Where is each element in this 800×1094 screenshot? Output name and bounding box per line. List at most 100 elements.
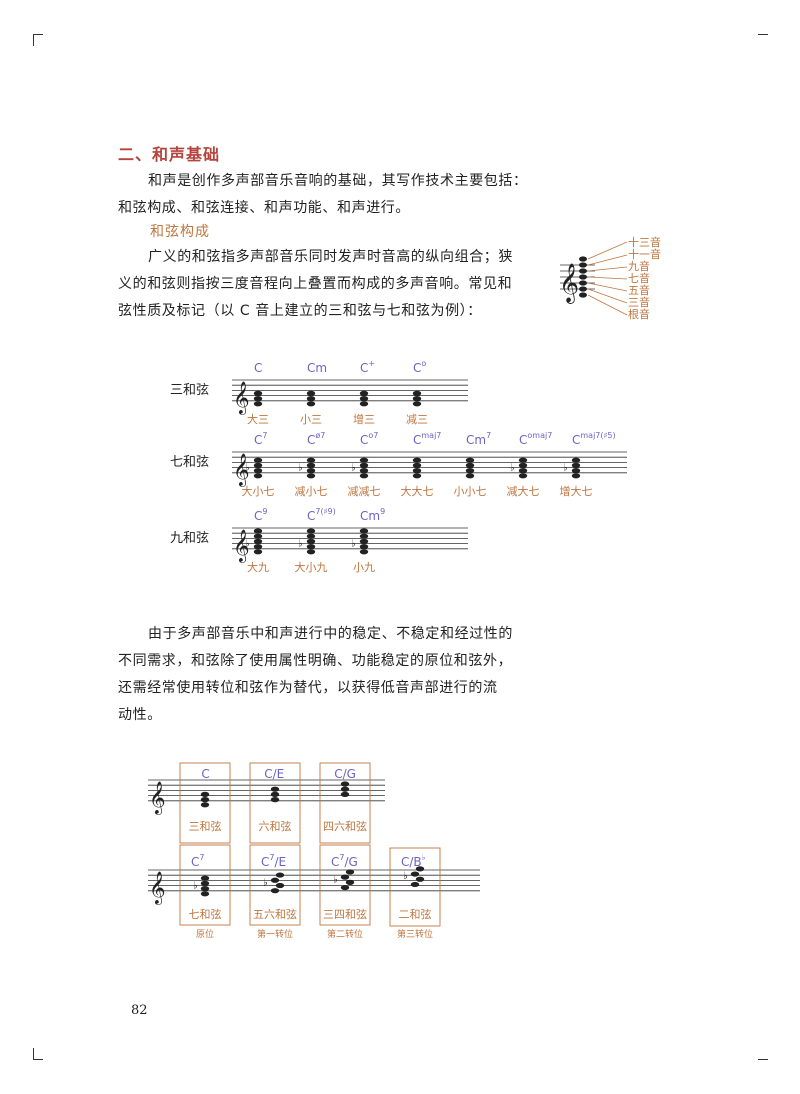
- treble-clef-icon: 𝄞: [233, 381, 250, 415]
- note-head: [359, 468, 369, 474]
- chord-box: [389, 847, 441, 927]
- note-head: [412, 473, 422, 479]
- chord-root: C: [331, 855, 339, 869]
- treble-clef-icon: 𝄞: [149, 781, 166, 815]
- note-head: [306, 401, 316, 407]
- chord-symbol: C7/G: [331, 853, 358, 869]
- note-head: [412, 401, 422, 407]
- chord-symbol: Comaj7: [519, 431, 552, 447]
- chord-symbol: C7(♯9): [307, 507, 336, 523]
- inversion-name: 二和弦: [399, 907, 432, 921]
- chord-symbol: C7: [191, 853, 204, 869]
- subheading: 和弦构成: [150, 224, 210, 240]
- chord-superscript: 9: [380, 507, 385, 516]
- note-head: [253, 462, 263, 468]
- chord-box: [319, 762, 371, 844]
- flat-sign: ♭: [245, 463, 250, 474]
- crop-mark: [758, 34, 768, 35]
- inversion-name: 六和弦: [259, 819, 292, 833]
- note-head: [253, 457, 263, 463]
- note-head: [306, 473, 316, 479]
- crop-mark: [33, 1048, 34, 1060]
- note-head: [306, 528, 316, 534]
- chord-root: C: [360, 361, 368, 375]
- note-head: [306, 538, 316, 544]
- note-head: [415, 876, 425, 882]
- chord-quality-label: 小小七: [454, 485, 487, 498]
- note-head: [306, 390, 316, 396]
- note-head: [253, 390, 263, 396]
- note-head: [340, 781, 350, 787]
- row-label: 九和弦: [170, 530, 209, 546]
- chord-superscript: o: [421, 359, 426, 368]
- chord-bass: /G: [344, 855, 357, 869]
- note-head: [359, 396, 369, 402]
- chord-superscript: 7: [269, 853, 274, 862]
- flat-sign: ♭: [403, 871, 408, 882]
- inversion-position: 第二转位: [327, 928, 363, 940]
- inversion-position: 原位: [196, 928, 214, 940]
- crop-mark: [33, 1059, 43, 1060]
- chord-symbol: C: [254, 361, 262, 375]
- chord-quality-label: 减减七: [348, 485, 381, 498]
- chord-symbol: C/G: [334, 767, 356, 781]
- chord-quality-label: 减小七: [295, 485, 328, 498]
- chord-root: Cm: [466, 433, 486, 447]
- note-head: [306, 457, 316, 463]
- note-head: [359, 549, 369, 555]
- note-head: [359, 538, 369, 544]
- chord-quality-chart: 三和弦𝄞C大三Cm小三C+增三Co减三七和弦𝄞C7♭大小七Cø7♭减小七Co7♭…: [170, 359, 627, 574]
- note-head: [270, 877, 280, 883]
- chord-symbol: C7/E: [261, 853, 286, 869]
- note-head: [200, 875, 210, 881]
- flat-sign: ♭: [298, 539, 303, 550]
- note-head: [410, 871, 420, 877]
- chord-quality-label: 大大七: [401, 484, 434, 498]
- stack-label: 根音: [628, 307, 650, 321]
- flat-sign: ♭: [333, 874, 338, 885]
- chord-root: C: [254, 509, 262, 523]
- note-head: [571, 462, 581, 468]
- chord-superscript: 7: [486, 431, 491, 440]
- note-head: [465, 473, 475, 479]
- crop-mark: [758, 1059, 768, 1060]
- flat-sign: ♭: [563, 463, 568, 474]
- note-head: [359, 401, 369, 407]
- row-label: 三和弦: [170, 382, 209, 398]
- chord-quality-label: 大小七: [242, 484, 275, 498]
- chord-root: C: [413, 433, 421, 447]
- section-heading: 二、和声基础: [118, 145, 221, 164]
- chord-symbol: C9: [254, 507, 267, 523]
- chord-root: C: [254, 361, 262, 375]
- chord-symbol: Cmaj7: [413, 431, 441, 447]
- chord-symbol: Cm: [307, 361, 327, 375]
- inversion-position: 第一转位: [257, 928, 293, 940]
- flat-sign: ♭: [351, 539, 356, 550]
- flat-sign: ♭: [193, 881, 198, 892]
- note-head: [345, 869, 355, 875]
- inversion-name: 四六和弦: [323, 819, 367, 833]
- inversion-chart: 𝄞C三和弦C/E六和弦C/G四六和弦𝄞C7♭七和弦原位C7/E♭五六和弦第一转位…: [148, 762, 480, 940]
- crop-mark: [33, 34, 43, 35]
- note-head: [270, 786, 280, 792]
- diagram-notes: [579, 256, 587, 298]
- chord-root: C: [307, 433, 315, 447]
- chord-symbol: C/E: [264, 767, 284, 781]
- chord-quality-label: 大九: [247, 560, 269, 574]
- note-head: [253, 544, 263, 550]
- diagram-leader-lines: [587, 241, 628, 316]
- stack-label: 十三音: [628, 235, 661, 249]
- flat-sign: ♭: [298, 463, 303, 474]
- chord-quality-label: 小三: [300, 413, 322, 426]
- crop-mark: [33, 34, 34, 46]
- definition-line: 弦性质及标记（以 C 音上建立的三和弦与七和弦为例）：: [118, 303, 482, 319]
- note-head: [412, 396, 422, 402]
- inversion-paragraph: 由于多声部音乐中和声进行中的稳定、不稳定和经过性的 不同需求，和弦除了使用属性明…: [118, 621, 518, 729]
- chord-bass: /E: [274, 855, 286, 869]
- note-head: [275, 872, 285, 878]
- chord-root: C: [572, 433, 580, 447]
- chord-symbol: C+: [360, 359, 375, 375]
- note-head: [359, 528, 369, 534]
- chord-quality-label: 大小九: [295, 560, 328, 574]
